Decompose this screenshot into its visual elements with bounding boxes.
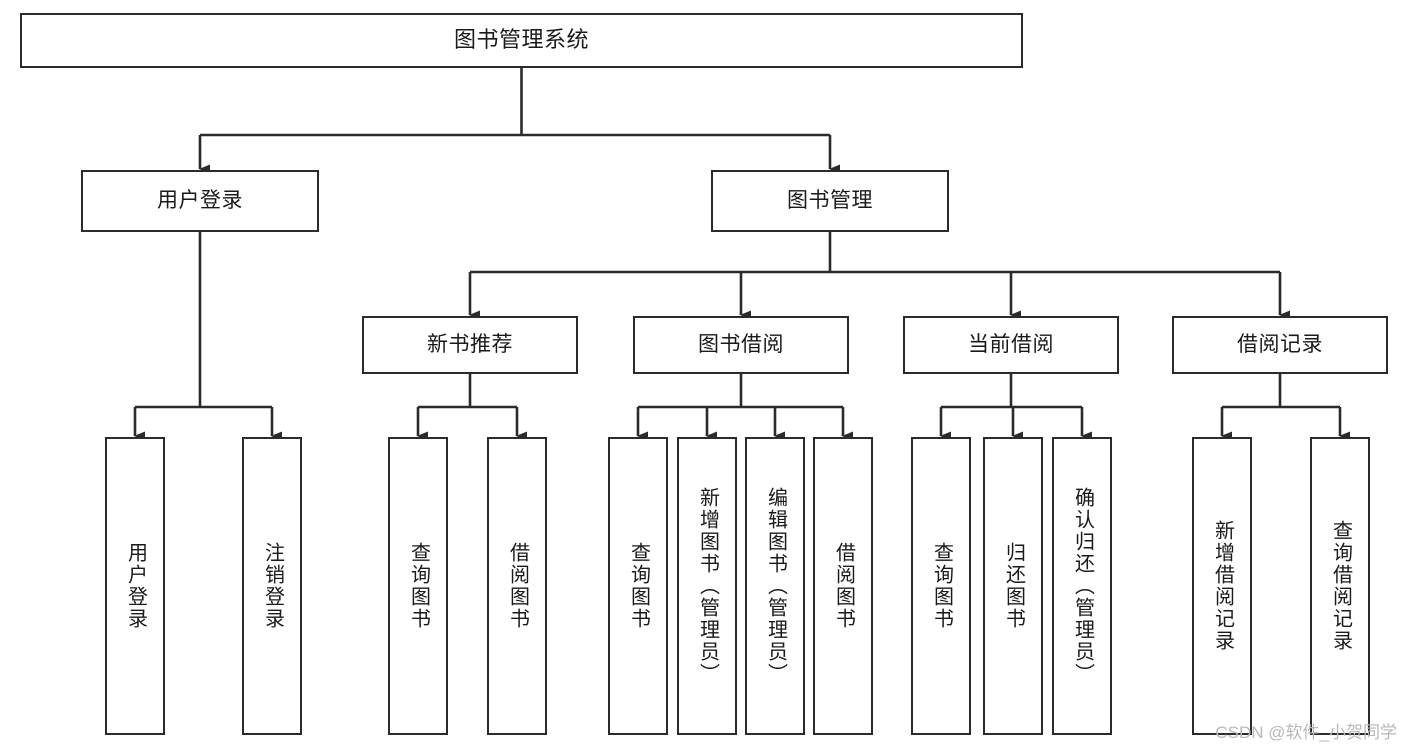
node-label: 编辑图书（管理员）	[764, 487, 787, 685]
node-label: 查询图书	[407, 542, 430, 630]
node-label: 新书推荐	[427, 332, 513, 356]
node-label: 新增图书（管理员）	[696, 487, 719, 685]
node-n-leaf-query-book-1[interactable]: 查询图书	[388, 437, 448, 735]
node-n-leaf-borrow-book-1[interactable]: 借阅图书	[487, 437, 547, 735]
node-n-new-book-rec[interactable]: 新书推荐	[362, 316, 578, 374]
node-label: 新增借阅记录	[1211, 520, 1234, 652]
node-label: 查询图书	[627, 542, 650, 630]
node-n-user-login[interactable]: 用户登录	[81, 170, 319, 232]
node-n-leaf-logout[interactable]: 注销登录	[242, 437, 302, 735]
node-n-leaf-confirm-return[interactable]: 确认归还（管理员）	[1052, 437, 1112, 735]
node-label: 借阅图书	[506, 542, 529, 630]
node-label: 确认归还（管理员）	[1071, 487, 1094, 685]
node-label: 借阅图书	[832, 542, 855, 630]
node-root-n-root[interactable]: 图书管理系统	[20, 13, 1023, 68]
node-n-book-borrow[interactable]: 图书借阅	[633, 316, 849, 374]
node-n-leaf-query-book-3[interactable]: 查询图书	[911, 437, 971, 735]
node-label: 图书管理系统	[453, 27, 589, 53]
node-label: 用户登录	[124, 542, 147, 630]
node-label: 查询图书	[930, 542, 953, 630]
node-n-leaf-borrow-book-2[interactable]: 借阅图书	[813, 437, 873, 735]
csdn-watermark: CSDN @软件_小贺同学	[1215, 723, 1397, 742]
node-label: 用户登录	[157, 188, 243, 212]
node-label: 注销登录	[261, 542, 284, 630]
node-n-leaf-add-book[interactable]: 新增图书（管理员）	[677, 437, 737, 735]
node-label: 图书借阅	[698, 332, 784, 356]
node-label: 图书管理	[787, 188, 873, 212]
node-label: 借阅记录	[1237, 332, 1323, 356]
node-n-leaf-user-login[interactable]: 用户登录	[105, 437, 165, 735]
node-label: 查询借阅记录	[1329, 520, 1352, 652]
node-n-leaf-add-record[interactable]: 新增借阅记录	[1192, 437, 1252, 735]
node-label: 当前借阅	[968, 332, 1054, 356]
node-n-leaf-return-book[interactable]: 归还图书	[983, 437, 1043, 735]
node-label: 归还图书	[1002, 542, 1025, 630]
node-n-borrow-record[interactable]: 借阅记录	[1172, 316, 1388, 374]
node-n-current-borrow[interactable]: 当前借阅	[903, 316, 1119, 374]
node-n-leaf-edit-book[interactable]: 编辑图书（管理员）	[745, 437, 805, 735]
node-n-leaf-query-book-2[interactable]: 查询图书	[608, 437, 668, 735]
node-n-book-mgmt[interactable]: 图书管理	[711, 170, 949, 232]
node-n-leaf-query-record[interactable]: 查询借阅记录	[1310, 437, 1370, 735]
